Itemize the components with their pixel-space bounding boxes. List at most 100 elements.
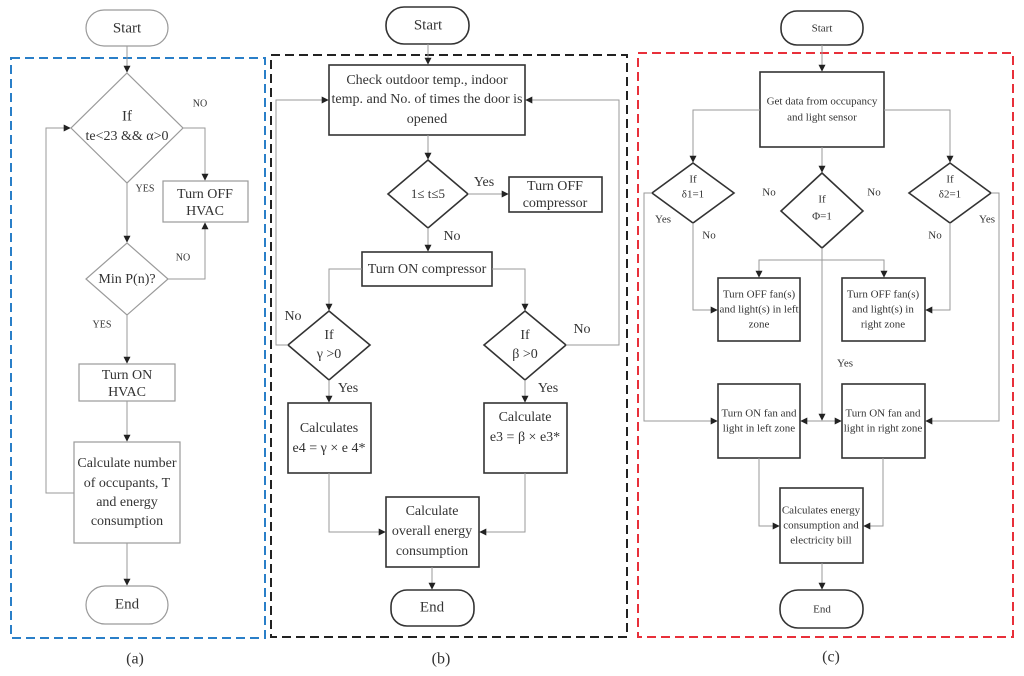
panel-c-calc-energy-bill	[779, 487, 864, 564]
panel-b-check-line1: Check outdoor temp., indoor	[346, 73, 508, 88]
panel-b-turn-off-compressor	[508, 176, 603, 213]
panel-c-start-label: Start	[812, 23, 833, 35]
panel-c-on-left-line1: Turn ON fan and	[721, 408, 797, 420]
panel-c-calc-line3: electricity bill	[790, 535, 851, 547]
panel-a-end	[85, 585, 169, 625]
panel-b-yes-gamma-label: Yes	[338, 381, 358, 396]
panel-a-border	[10, 57, 266, 639]
panel-c-caption: (c)	[822, 649, 840, 666]
panel-c-yes-d2-label: Yes	[979, 214, 995, 226]
panel-c-get-data-line1: Get data from occupancy	[767, 96, 878, 108]
panel-b-calc-e3	[483, 402, 568, 474]
panel-a-decision-minp-label: Min P(n)?	[98, 272, 155, 287]
panel-a-decision-temp-line1: If	[122, 108, 132, 124]
panel-c-no-d2-label: No	[928, 230, 942, 242]
panel-c-on-right-line2: light in right zone	[844, 423, 923, 435]
panel-b-calc-e3-line2: e3 = β × e3*	[490, 430, 560, 445]
panel-c-calc-line2: consumption and	[783, 520, 859, 532]
panel-c-turn-off-right	[841, 277, 926, 342]
panel-c-yes-d1-label: Yes	[655, 214, 671, 226]
panel-c-delta2-line1: If	[946, 174, 954, 186]
panel-a-caption: (a)	[126, 651, 144, 668]
panel-b-overall-line3: consumption	[396, 544, 468, 559]
panel-c-phi-line1: If	[818, 194, 826, 206]
panel-a-turn-on-line1: Turn ON	[102, 368, 152, 383]
panel-c-get-sensor-data	[759, 71, 885, 148]
panel-b-calc-e4	[287, 402, 372, 474]
panel-b-beta-line1: If	[520, 328, 530, 343]
panel-a-no2-label: NO	[176, 252, 190, 263]
panel-b-gamma-line2: γ >0	[316, 347, 342, 362]
panel-c-off-left-line2: and light(s) in left	[719, 304, 798, 316]
panel-a-turn-on-line2: HVAC	[108, 385, 146, 400]
panel-c-delta2-line2: δ2=1	[939, 189, 961, 201]
panel-c-delta1-line2: δ1=1	[682, 189, 704, 201]
panel-b-calc-e3-line1: Calculate	[499, 410, 552, 425]
panel-b-end-label: End	[420, 599, 445, 615]
panel-c-off-left-line3: zone	[749, 319, 770, 331]
panel-b-turn-on-compressor	[361, 251, 493, 287]
panel-c-off-left-line1: Turn OFF fan(s)	[723, 289, 796, 301]
panel-c-off-right-line1: Turn OFF fan(s)	[847, 289, 920, 301]
panel-c-off-right-line3: right zone	[861, 319, 905, 331]
panel-c-border	[637, 52, 1014, 638]
panel-b-no-t-label: No	[443, 229, 460, 244]
panel-c-no-phi-left-label: No	[762, 187, 776, 199]
panel-a-calc-line3: and energy	[96, 495, 158, 510]
panel-a-calc-line2: of occupants, T	[84, 476, 171, 491]
panel-b-yes-t-label: Yes	[474, 175, 494, 190]
panel-a-decision-temp	[70, 72, 184, 184]
panel-a-end-label: End	[115, 596, 140, 612]
panel-b-overall-line1: Calculate	[406, 504, 459, 519]
panel-c-yes-phi-label: Yes	[837, 358, 853, 370]
panel-b-check-line3: opened	[407, 112, 447, 127]
panel-b-overall-line2: overall energy	[392, 524, 472, 539]
panel-a: Start If te<23 && α>0 NO Turn OFF HVAC Y…	[10, 9, 266, 668]
panel-c-phi-line2: Φ=1	[812, 211, 832, 223]
panel-c-no-phi-right-label: No	[867, 187, 881, 199]
panel-b-start-label: Start	[414, 17, 443, 33]
panel-b-no-gamma-label: No	[284, 309, 301, 324]
panel-a-start-label: Start	[113, 20, 142, 36]
panel-b-end	[390, 589, 475, 627]
panel-a-yes1-label: YES	[136, 183, 155, 194]
panel-c-off-right-line2: and light(s) in	[852, 304, 914, 316]
panel-c: Start Get data from occupancy and light …	[637, 10, 1014, 666]
panel-c-end-label: End	[813, 604, 831, 616]
panel-b-decision-t-label: 1≤ t≤5	[411, 186, 445, 201]
panel-a-calc-occupants	[73, 441, 181, 544]
panel-b-turn-off-line1: Turn OFF	[527, 179, 583, 194]
panel-a-turn-off-hvac	[162, 180, 249, 223]
panel-b-decision-beta	[482, 309, 568, 382]
panel-c-on-left-line2: light in left zone	[723, 423, 796, 435]
panel-b-beta-line2: β >0	[512, 347, 538, 362]
panel-c-turn-off-left	[717, 277, 801, 342]
panel-b: Start Check outdoor temp., indoor temp. …	[270, 6, 628, 668]
panel-a-calc-line1: Calculate number	[77, 456, 176, 471]
panel-b-calc-e4-line2: e4 = γ × e 4*	[293, 441, 366, 456]
panel-c-turn-on-left	[717, 383, 801, 459]
panel-b-no-beta-label: No	[573, 322, 590, 337]
panel-a-calc-line4: consumption	[91, 514, 163, 529]
panel-c-end	[779, 589, 864, 629]
panel-a-yes2-label: YES	[93, 319, 112, 330]
panel-b-calc-e4-line1: Calculates	[300, 421, 358, 436]
panel-b-caption: (b)	[432, 651, 451, 668]
panel-b-check-line2: temp. and No. of times the door is	[332, 92, 523, 107]
panel-a-decision-temp-line2: te<23 && α>0	[85, 129, 168, 144]
panel-b-turn-on-label: Turn ON compressor	[368, 262, 487, 277]
panel-a-no1-label: NO	[193, 98, 207, 109]
panel-c-no-d1-label: No	[702, 230, 716, 242]
panel-a-turn-off-line1: Turn OFF	[177, 187, 233, 202]
panel-b-calc-overall	[385, 496, 480, 568]
panel-c-get-data-line2: and light sensor	[787, 112, 857, 124]
panel-a-turn-off-line2: HVAC	[186, 204, 224, 219]
panel-b-yes-beta-label: Yes	[538, 381, 558, 396]
panel-b-check-inputs	[328, 64, 526, 136]
panel-b-border	[270, 54, 628, 638]
panel-c-turn-on-right	[841, 383, 926, 459]
panel-c-calc-line1: Calculates energy	[782, 505, 861, 517]
panel-c-delta1-line1: If	[689, 174, 697, 186]
panel-b-gamma-line1: If	[324, 328, 334, 343]
